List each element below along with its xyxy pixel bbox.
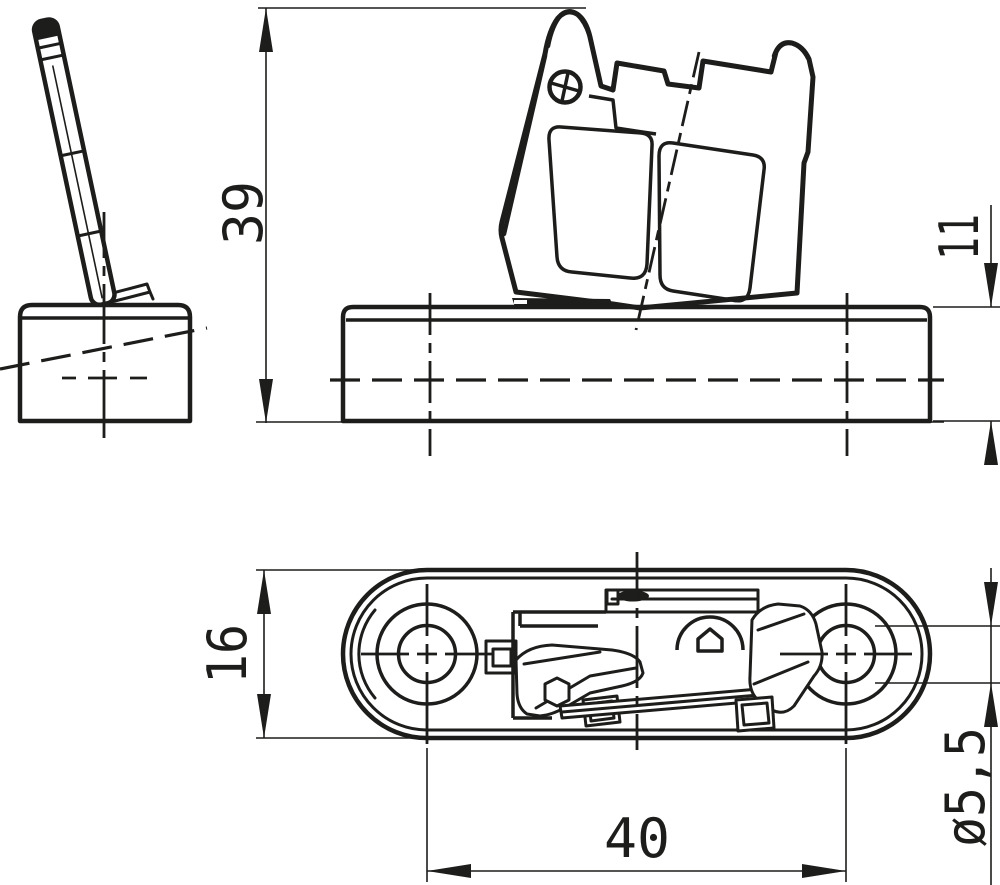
dimension-base-height: 11 <box>928 205 1000 465</box>
lever-window-right <box>657 141 767 303</box>
dim-arrow-down <box>259 379 273 423</box>
dim-arrow-down <box>257 694 271 738</box>
dim-arrow-right <box>802 864 846 878</box>
screw-head-icon <box>547 69 583 105</box>
dim-label-base-height: 11 <box>928 214 991 260</box>
spring-arch <box>675 615 745 651</box>
lever-tip-cap <box>33 18 60 41</box>
lever-side <box>31 17 117 308</box>
base-fill <box>20 305 190 421</box>
dimension-hole-diameter: ø5,5 <box>875 568 1000 885</box>
dim-label-hole-diameter: ø5,5 <box>934 727 997 847</box>
dimension-hole-spacing: 40 <box>426 748 847 882</box>
swing-dashed-line <box>0 326 208 371</box>
dim-arrow-up <box>259 8 273 52</box>
dim-arrow-down <box>984 582 998 626</box>
top-bar-clip <box>605 589 620 606</box>
wing-right <box>748 602 824 714</box>
dim-arrow-down <box>984 263 998 307</box>
lever-left-edge-thick <box>501 53 548 237</box>
lever-midline <box>51 65 103 299</box>
foot-pentagon <box>543 676 571 708</box>
dimension-body-width: 16 <box>196 569 428 739</box>
dim-arrow-left <box>427 864 471 878</box>
lever-foot-notch <box>514 300 527 304</box>
lever-rung <box>39 53 65 62</box>
cross-bar-line <box>560 692 772 714</box>
foot-right-inner <box>740 701 771 727</box>
dim-arrow-up <box>984 683 998 727</box>
body-left-edges <box>511 610 606 720</box>
screw-cross <box>550 72 580 102</box>
lever-tilt-centerline <box>634 51 701 331</box>
front-view <box>256 9 944 456</box>
base-outline <box>17 302 193 424</box>
base-front-outline <box>340 304 933 424</box>
stadium-left-end-arc <box>357 608 377 700</box>
lever-bar <box>31 17 117 308</box>
hole-right-crosshair <box>780 584 912 744</box>
lever-rung <box>78 229 102 238</box>
dim-arrow-up <box>984 421 998 465</box>
latch-mechanism-top <box>484 588 824 733</box>
lever-rung <box>37 41 62 50</box>
plan-view <box>340 552 933 750</box>
lever-left-tip-thick <box>545 9 592 49</box>
side-view <box>0 17 208 438</box>
lever-window-left <box>547 125 654 280</box>
mount-tab-inner <box>491 647 513 668</box>
wing-right-folds <box>752 612 810 686</box>
dimension-overall-height: 39 <box>212 7 586 423</box>
lever-front-outline <box>498 9 816 311</box>
lever-right-tip-thick <box>771 40 811 61</box>
lever-rung <box>61 149 85 157</box>
screw-circle <box>547 69 583 105</box>
dim-arrow-up <box>257 570 271 614</box>
hole-left-crosshair <box>361 584 493 744</box>
dim-label-body-width: 16 <box>196 624 259 684</box>
screw-edge-lens <box>617 590 649 602</box>
dim-label-overall-height: 39 <box>212 181 275 245</box>
spring-pentagon <box>696 627 724 653</box>
latch-tab-end <box>148 290 155 301</box>
dim-label-hole-spacing: 40 <box>604 807 670 870</box>
